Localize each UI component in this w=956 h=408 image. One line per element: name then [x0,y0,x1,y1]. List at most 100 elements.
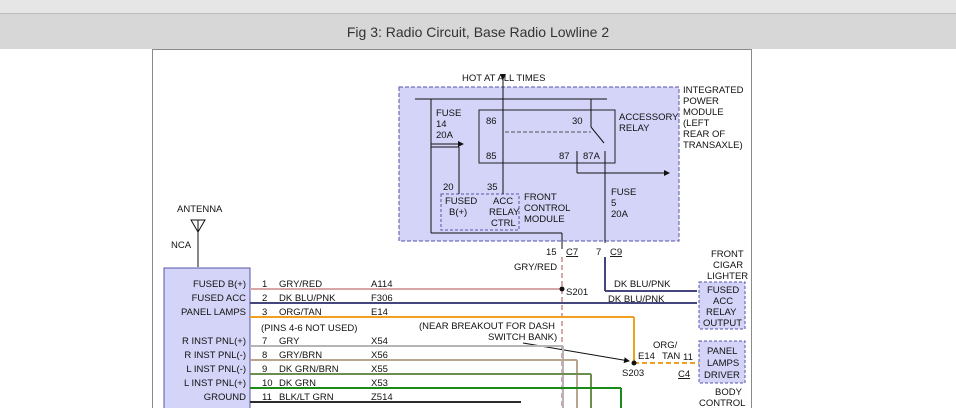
radio-pin-number: 10 [262,378,273,389]
c4-pin: 11 [683,352,693,363]
fcm-label: FRONT CONTROL MODULE [524,192,570,225]
gry-red-vertical-label: GRY/RED [514,262,557,273]
radio-pin-name: L INST PNL(-) [186,364,246,375]
figure-caption: Fig 3: Radio Circuit, Base Radio Lowline… [346,23,610,40]
radio-circuit-id: E14 [371,307,388,318]
radio-pin-name: PANEL LAMPS [181,307,246,318]
top-toolbar-strip [0,0,956,14]
radio-module-box [163,267,251,408]
radio-circuit-id: A114 [371,279,392,290]
c9-pin: 7 [596,247,601,258]
breakout-note-2: SWITCH BANK) [488,332,557,343]
fuse5-label: FUSE 5 20A [611,187,636,220]
svg-text:LIGHTER: LIGHTER [707,271,748,282]
breakout-note-1: (NEAR BREAKOUT FOR DASH [419,321,555,332]
svg-text:FUSE: FUSE [436,108,461,119]
svg-text:POWER: POWER [683,96,719,107]
c4-name: C4 [678,369,690,380]
fcm-box [440,193,520,231]
svg-text:CONTROL: CONTROL [524,203,570,214]
radio-pin-name: FUSED ACC [192,293,247,304]
fcm-pin-20: 20 [443,182,454,193]
radio-wire-color: DK GRN/BRN [279,364,339,375]
radio-pin-number: 3 [262,307,267,318]
svg-text:TRANSAXLE): TRANSAXLE) [683,140,743,151]
radio-circuit-id: X53 [371,378,388,389]
radio-pin-name: FUSED B(+) [193,279,246,290]
radio-circuit-id: X56 [371,350,388,361]
radio-wire-color: GRY/RED [279,279,322,290]
body-control-box-text: PANEL LAMPS DRIVER [704,346,740,381]
relay-label: ACCESSORY RELAY [619,112,679,134]
fcm-fused-text: FUSED B(+) [445,196,477,218]
pins-not-used-note: (PINS 4-6 NOT USED) [261,323,357,334]
radio-wire-color: BLK/LT GRN [279,392,334,403]
wiring-diagram: HOT AT ALL TIMES INTEGRATED POWER MODULE… [163,73,748,408]
svg-text:14: 14 [436,119,447,130]
svg-text:BODY: BODY [715,387,743,398]
relay-pin-85: 85 [486,151,497,162]
e14-label: E14 [638,351,655,362]
wiring-diagram-frame: HOT AT ALL TIMES INTEGRATED POWER MODULE… [152,49,752,408]
svg-text:RELAY: RELAY [619,123,650,134]
svg-text:FRONT: FRONT [711,249,744,260]
ipm-label: INTEGRATED POWER MODULE (LEFT REAR OF TR… [683,85,744,151]
radio-wire-color: DK BLU/PNK [279,293,336,304]
radio-circuit-id: F306 [371,293,393,304]
c7-pin: 15 [546,247,557,258]
svg-text:FRONT: FRONT [524,192,557,203]
radio-pin-number: 8 [262,350,267,361]
fcm-acc-text: ACC RELAY CTRL [489,196,520,229]
radio-wire-color: GRY [279,336,300,347]
fcm-pin-35: 35 [487,182,498,193]
svg-text:FUSED: FUSED [445,196,477,207]
body-control-box [698,340,746,384]
svg-text:B(+): B(+) [449,207,467,218]
radio-pin-number: 7 [262,336,267,347]
svg-text:ACCESSORY: ACCESSORY [619,112,679,123]
radio-circuit-id: Z514 [371,392,393,403]
s201-label: S201 [566,287,588,298]
svg-text:MODULE: MODULE [683,107,724,118]
svg-text:REAR OF: REAR OF [683,129,725,140]
svg-text:20A: 20A [611,209,629,220]
radio-circuit-id: X55 [371,364,388,375]
antenna-label: ANTENNA [177,204,223,215]
svg-text:RELAY: RELAY [489,207,520,218]
relay-pin-87a: 87A [583,151,601,162]
c7-name: C7 [566,247,578,258]
radio-pin-number: 2 [262,293,267,304]
svg-text:CTRL: CTRL [491,218,516,229]
svg-text:CONTROL: CONTROL [699,398,745,408]
svg-text:ACC: ACC [713,296,733,307]
figure-caption-bar: Fig 3: Radio Circuit, Base Radio Lowline… [0,14,956,49]
svg-text:MODULE: MODULE [524,214,565,225]
radio-wire-color: ORG/TAN [279,307,322,318]
cigar-lighter-box [698,281,746,330]
svg-text:FUSE: FUSE [611,187,636,198]
radio-pin-name: R INST PNL(+) [182,336,246,347]
radio-pin-name: GROUND [204,392,246,403]
s201-dot [559,286,565,292]
svg-text:5: 5 [611,198,616,209]
s203-dot [631,360,637,366]
cigar-lighter-box-text: FUSED ACC RELAY OUTPUT [703,285,742,329]
radio-pin-name: R INST PNL(-) [184,350,246,361]
fuse14-label: FUSE 14 20A [436,108,461,141]
hot-at-all-times-label: HOT AT ALL TIMES [462,73,545,84]
dk-blu-pnk-label-b: DK BLU/PNK [608,294,665,305]
c9-name: C9 [610,247,622,258]
s203-label: S203 [622,368,644,379]
cigar-lighter-title: FRONT CIGAR LIGHTER [707,249,748,282]
svg-text:ACC: ACC [493,196,513,207]
svg-text:FUSED: FUSED [707,285,739,296]
svg-text:CIGAR: CIGAR [713,260,743,271]
svg-text:RELAY: RELAY [706,307,737,318]
svg-text:(LEFT: (LEFT [683,118,710,129]
radio-pin-number: 1 [262,279,267,290]
svg-text:OUTPUT: OUTPUT [703,318,742,329]
org-tan-label-2: TAN [662,351,680,362]
relay-pin-87: 87 [559,151,570,162]
svg-text:PANEL: PANEL [707,346,737,357]
